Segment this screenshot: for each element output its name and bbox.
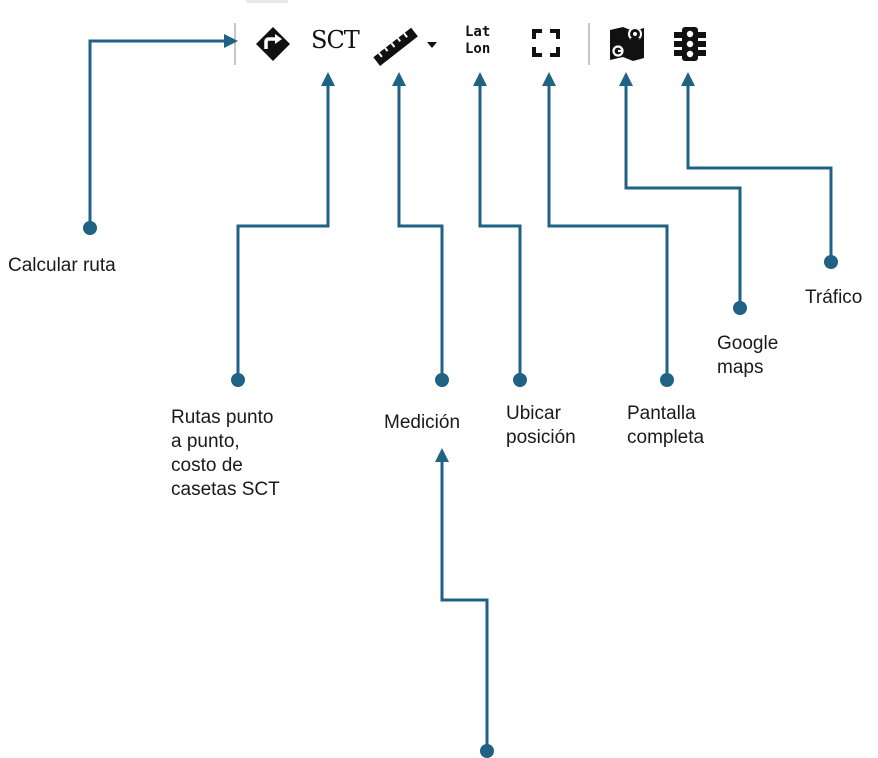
calcular-ruta-button[interactable] <box>253 25 293 61</box>
connector-pantalla <box>547 84 669 380</box>
sct-button-label: SCT <box>311 26 360 54</box>
google-maps-icon <box>610 27 644 61</box>
arrowhead-trafico <box>681 72 695 86</box>
dot-medicion <box>435 373 449 387</box>
latlon-label: Lat Lon <box>465 24 490 58</box>
dot-pantalla <box>660 373 674 387</box>
connector-ubicar <box>478 84 522 380</box>
dot-google <box>733 301 747 315</box>
google-maps-button[interactable] <box>607 23 647 63</box>
pantalla-completa-button[interactable] <box>531 28 561 58</box>
lat-label: Lat <box>465 24 491 40</box>
dot-bottom-medicion <box>480 744 494 758</box>
connector-rutas-sct <box>236 84 330 380</box>
label-calcular-ruta: Calcular ruta <box>8 255 116 276</box>
fullscreen-icon <box>532 29 560 57</box>
dot-trafico <box>824 255 838 269</box>
arrowhead-bottom-medicion <box>435 448 449 462</box>
traffic-light-icon <box>674 27 706 61</box>
route-diamond-arrow-icon <box>256 27 290 61</box>
arrowhead-medicion <box>392 72 406 86</box>
label-trafico: Tráfico <box>805 287 863 308</box>
connector-google <box>624 84 742 308</box>
label-medicion: Medición <box>384 412 461 433</box>
ruler-icon <box>373 27 418 66</box>
connector-bottom-medicion <box>440 460 489 752</box>
trafico-button[interactable] <box>670 24 710 64</box>
toolbar-separator-left <box>234 23 236 65</box>
connector-medicion <box>397 84 444 380</box>
dot-ubicar <box>513 373 527 387</box>
label-rutas-sct: Rutas punto a punto, costo de casetas SC… <box>171 407 280 500</box>
connector-calcular-ruta <box>88 39 226 228</box>
dot-rutas-sct <box>231 373 245 387</box>
dot-calcular-ruta <box>83 221 97 235</box>
connector-trafico <box>686 84 833 262</box>
arrowhead-ubicar <box>473 72 487 86</box>
chevron-down-icon[interactable] <box>426 41 438 49</box>
lon-label: Lon <box>465 41 491 57</box>
arrowhead-pantalla <box>542 72 556 86</box>
medicion-button[interactable] <box>372 22 442 66</box>
label-ubicar: Ubicar posición <box>506 403 576 448</box>
arrowhead-calcular-ruta <box>224 34 238 48</box>
toolbar-separator-middle <box>588 23 590 65</box>
toolbar-top-strip <box>246 0 288 3</box>
arrowhead-rutas-sct <box>321 72 335 86</box>
arrowhead-google <box>619 72 633 86</box>
label-pantalla: Pantalla completa <box>627 403 705 448</box>
label-google: Google maps <box>717 333 779 378</box>
